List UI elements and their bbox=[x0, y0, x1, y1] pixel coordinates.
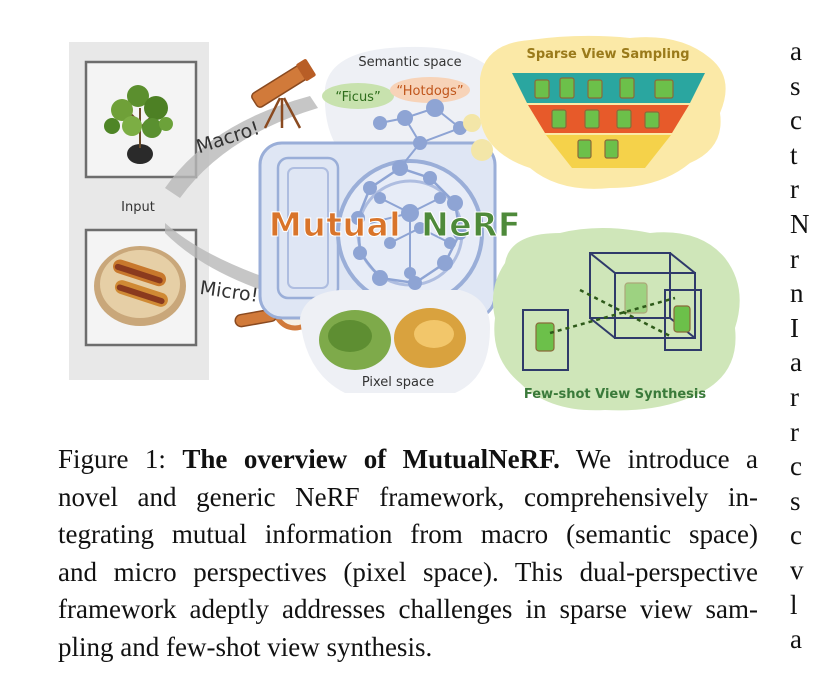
mutualnerf-title: Mutual NeRF bbox=[269, 205, 521, 244]
caption-prefix: Figure 1: bbox=[58, 444, 183, 474]
title-mutual: Mutual bbox=[269, 205, 401, 244]
caption-line-1: Figure 1: The overview of MutualNeRF. We… bbox=[58, 441, 758, 479]
right-col-char: r bbox=[790, 243, 799, 274]
caption-line-1-rest: We introduce a bbox=[559, 444, 758, 474]
ficus-tag: “Ficus” bbox=[335, 90, 380, 105]
right-col-char: r bbox=[790, 174, 799, 205]
right-col-char: s bbox=[790, 70, 801, 101]
right-col-char: c bbox=[790, 105, 802, 136]
right-column-fragment: a s c t r N r n I a r r c s c v l a bbox=[790, 34, 814, 684]
chair-thumbnails bbox=[534, 77, 674, 159]
view-synthesis-diagram bbox=[522, 252, 702, 371]
synthesis-arrow-b bbox=[579, 288, 671, 338]
title-nerf: NeRF bbox=[421, 205, 521, 244]
sparse-view-label: Sparse View Sampling bbox=[526, 47, 689, 62]
macro-arrow bbox=[165, 96, 318, 198]
hotdogs-tag: “Hotdogs” bbox=[396, 84, 463, 99]
overview-figure: Input Macro! Micro! Semantic space “Ficu… bbox=[69, 35, 740, 411]
right-col-char: c bbox=[790, 520, 802, 551]
few-shot-label: Few-shot View Synthesis bbox=[524, 387, 706, 402]
right-col-char: I bbox=[790, 312, 799, 343]
ficus-plant-image bbox=[104, 85, 173, 164]
hotdog-image bbox=[94, 246, 186, 326]
caption-line-4: and micro perspectives (pixel space). Th… bbox=[58, 556, 758, 587]
right-col-char: a bbox=[790, 624, 802, 655]
camera-illustration bbox=[258, 99, 497, 320]
semantic-space-label: Semantic space bbox=[358, 55, 461, 70]
caption-line-5: framework adeptly addresses challenges i… bbox=[58, 594, 758, 624]
caption-line-6: pling and few-shot view synthesis. bbox=[58, 631, 433, 662]
right-col-char: r bbox=[790, 381, 799, 412]
right-col-char: n bbox=[790, 278, 804, 309]
synthesis-arrow-a bbox=[549, 296, 676, 335]
right-col-char: c bbox=[790, 451, 802, 482]
right-col-char: v bbox=[790, 554, 804, 585]
caption-bold-title: The overview of MutualNeRF. bbox=[182, 444, 560, 474]
pixel-space-label: Pixel space bbox=[362, 375, 434, 390]
figure-caption: Figure 1: The overview of MutualNeRF. We… bbox=[58, 441, 758, 666]
right-col-char: a bbox=[790, 347, 802, 378]
semantic-space-cloud bbox=[324, 46, 504, 168]
input-label: Input bbox=[121, 200, 155, 215]
hotdogs-tag-bubble bbox=[390, 77, 470, 103]
ficus-tag-bubble bbox=[322, 83, 394, 109]
right-col-char: a bbox=[790, 36, 802, 66]
right-col-char: r bbox=[790, 416, 799, 447]
telescope-icon bbox=[251, 59, 316, 129]
caption-line-2: novel and generic NeRF framework, compre… bbox=[58, 481, 758, 512]
few-shot-cloud bbox=[492, 228, 740, 411]
right-col-char: s bbox=[790, 485, 801, 516]
right-col-char: N bbox=[790, 208, 810, 239]
few-shot-chairs bbox=[535, 282, 691, 352]
right-col-char: t bbox=[790, 139, 798, 170]
right-col-char: l bbox=[790, 589, 798, 620]
caption-line-3: tegrating mutual information from macro … bbox=[58, 519, 758, 549]
